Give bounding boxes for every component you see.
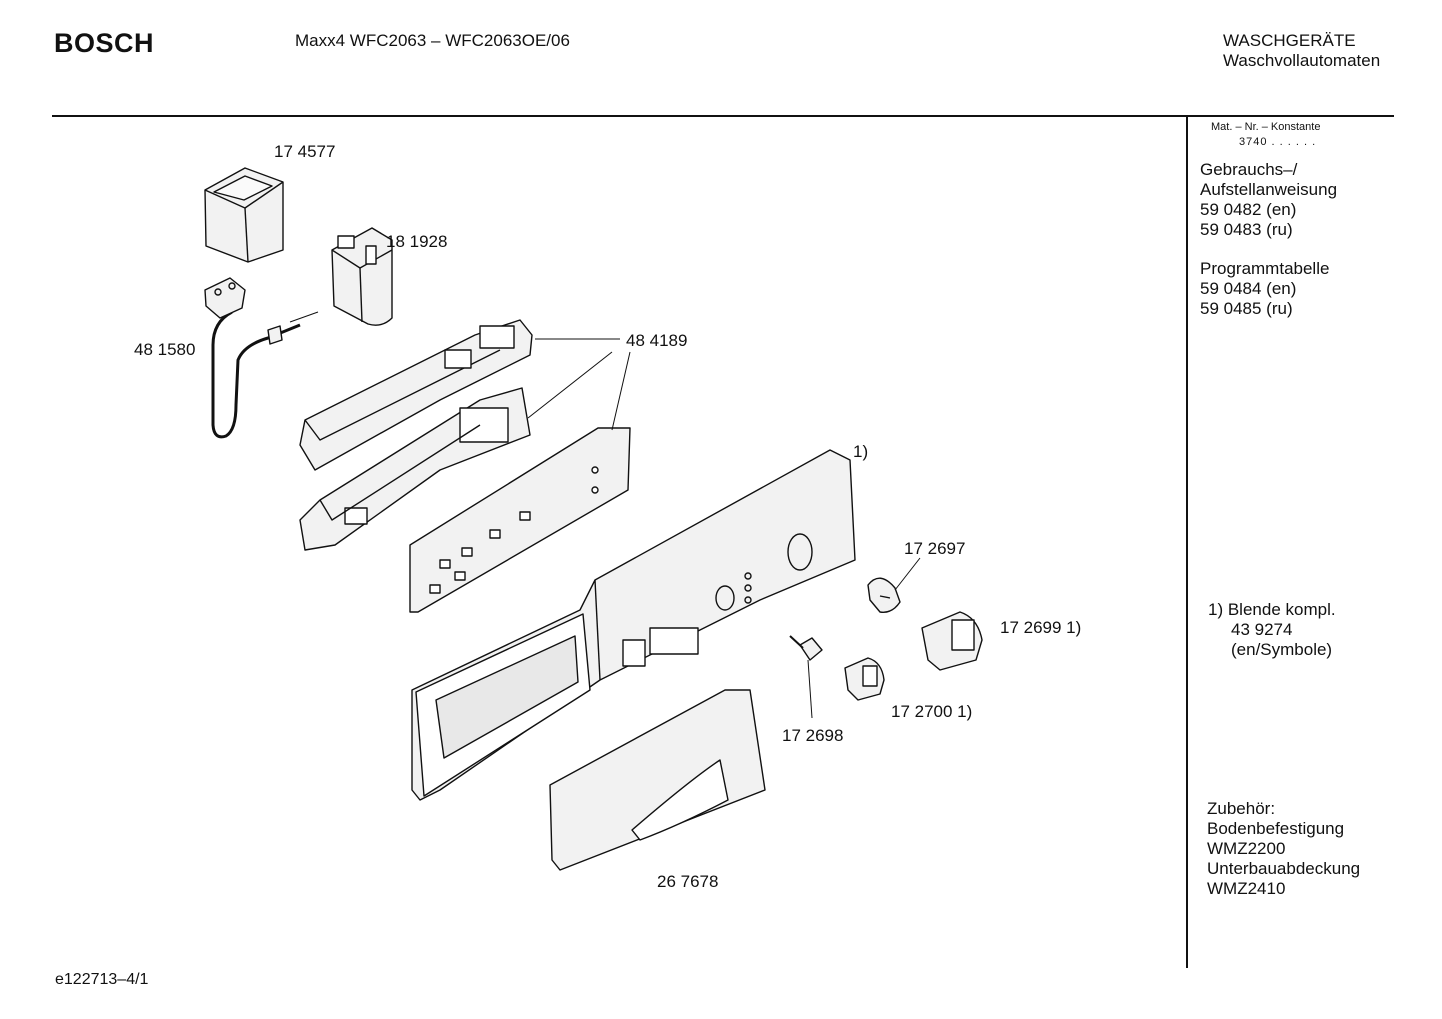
header-divider <box>52 115 1394 117</box>
category-title: WASCHGERÄTE <box>1223 31 1356 50</box>
footnote-line: (en/Symbole) <box>1231 640 1333 659</box>
accessory-line: Zubehör: <box>1207 799 1276 818</box>
accessory-line: WMZ2200 <box>1207 839 1286 858</box>
label-knob-main: 17 2697 <box>904 539 965 558</box>
leader-line <box>527 351 613 419</box>
part-knob-small <box>844 657 885 701</box>
label-axle: 17 2698 <box>782 726 843 745</box>
leader-line <box>611 351 631 431</box>
label-knob-large: 17 2699 1) <box>1000 618 1081 637</box>
part-cover <box>204 167 284 263</box>
manual-line: 59 0482 (en) <box>1200 200 1297 219</box>
footnote-block: 1) Blende kompl. 43 9274 (en/Symbole) <box>1208 600 1336 660</box>
leader-line <box>807 659 813 719</box>
category-subtitle: Waschvollautomaten <box>1223 51 1381 70</box>
program-line: 59 0484 (en) <box>1200 279 1297 298</box>
manual-line: 59 0483 (ru) <box>1200 220 1293 239</box>
sidebar-divider <box>1186 117 1188 968</box>
model-title: Maxx4 WFC2063 – WFC2063OE/06 <box>295 31 570 50</box>
program-table-block: Programmtabelle 59 0484 (en) 59 0485 (ru… <box>1200 259 1329 319</box>
manual-line: Gebrauchs–/ <box>1200 160 1298 179</box>
label-filter: 18 1928 <box>386 232 447 251</box>
part-handle <box>549 689 766 871</box>
footnote-line: 43 9274 <box>1231 620 1293 639</box>
program-line: Programmtabelle <box>1200 259 1330 278</box>
part-rail-upper <box>299 319 533 471</box>
label-handle: 26 7678 <box>657 872 718 891</box>
part-filter <box>331 227 393 326</box>
part-frame-lower <box>299 387 531 551</box>
part-cable <box>204 277 319 439</box>
leader-line <box>894 557 921 591</box>
part-knob-main <box>867 577 901 613</box>
accessory-line: WMZ2410 <box>1207 879 1286 898</box>
part-fascia-panel <box>411 449 856 801</box>
part-knob-large <box>921 611 983 671</box>
manual-line: Aufstellanweisung <box>1200 180 1338 199</box>
document-code: e122713–4/1 <box>55 971 149 988</box>
label-panel-note: 1) <box>853 442 868 461</box>
brand-logo: BOSCH <box>54 28 155 58</box>
label-cable: 48 1580 <box>134 340 195 359</box>
material-number-label: Mat. – Nr. – Konstante <box>1211 121 1321 133</box>
material-number-value: 3740 . . . . . . <box>1239 136 1317 148</box>
part-axle <box>789 635 823 661</box>
label-knob-small: 17 2700 1) <box>891 702 972 721</box>
footnote-line: 1) Blende kompl. <box>1208 600 1336 619</box>
label-electronics: 48 4189 <box>626 331 687 350</box>
accessory-line: Unterbauabdeckung <box>1207 859 1361 878</box>
label-cover: 17 4577 <box>274 142 335 161</box>
program-line: 59 0485 (ru) <box>1200 299 1293 318</box>
part-circuit-board <box>409 427 631 613</box>
accessories-block: Zubehör: Bodenbefestigung WMZ2200 Unterb… <box>1207 799 1360 899</box>
manual-block: Gebrauchs–/ Aufstellanweisung 59 0482 (e… <box>1200 160 1337 240</box>
accessory-line: Bodenbefestigung <box>1207 819 1345 838</box>
